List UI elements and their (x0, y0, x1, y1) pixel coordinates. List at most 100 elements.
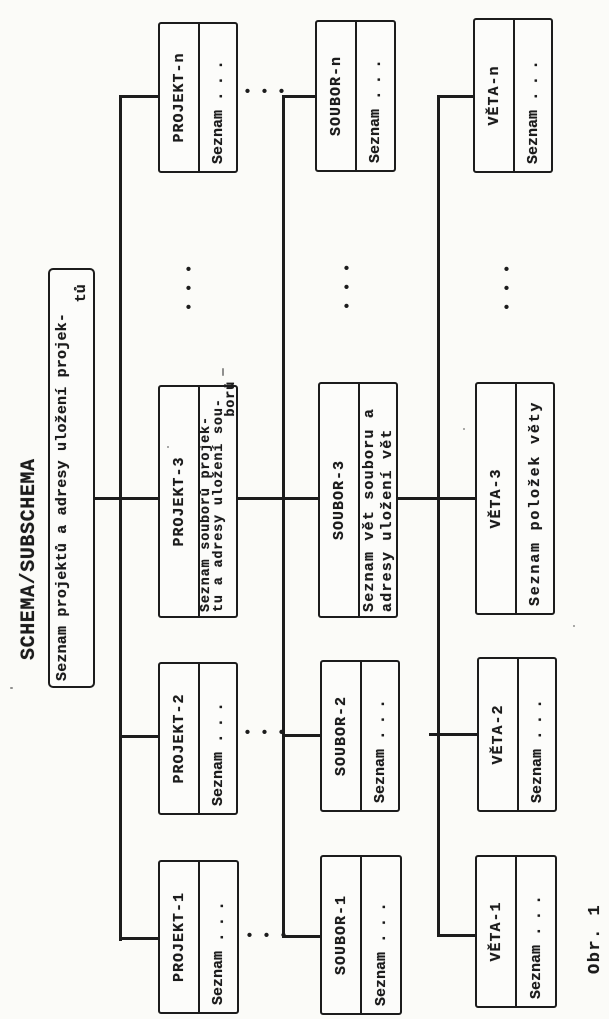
connector-projekt3-soubor-3 (236, 497, 320, 500)
body-ellipsis: ... (372, 896, 390, 943)
node-root: Seznam projektů a adresy uložení projek-… (48, 268, 95, 688)
body-ellipsis: ... (209, 54, 227, 101)
dot: • (260, 84, 270, 101)
dot: • (260, 725, 270, 742)
dot: • (502, 281, 512, 298)
body-label: Seznam (371, 748, 389, 803)
body-label: Seznam (367, 108, 384, 163)
node-soubor-2: SOUBOR-2 Seznam ... (320, 660, 400, 812)
body-ellipsis: ... (524, 54, 542, 101)
connector-projekt-2 (119, 735, 160, 738)
connector-projekt-n (119, 95, 160, 98)
dot: • (502, 300, 512, 317)
node-projekt-n: PROJEKT-n Seznam ... (158, 22, 238, 173)
dot: • (262, 928, 272, 945)
dot: • (277, 725, 287, 742)
ellipsis-soubor-more: • • • (342, 261, 352, 315)
dot: • (184, 262, 194, 279)
node-soubor-1-body: Seznam ... (362, 857, 400, 1013)
node-soubor-1-header: SOUBOR-1 (322, 857, 362, 1013)
node-veta-2-header: VĚTA-2 (479, 659, 519, 810)
rail-soubor (282, 95, 285, 938)
node-veta-1-header: VĚTA-1 (477, 857, 517, 1006)
node-veta-n-body: Seznam ... (515, 20, 551, 171)
node-soubor-3-header: SOUBOR-3 (320, 384, 360, 616)
node-veta-1-body: Seznam ... (517, 857, 555, 1006)
node-soubor-3: SOUBOR-3 Seznam vět souboru a adresy ulo… (318, 382, 398, 618)
body-ellipsis: ... (209, 895, 228, 942)
node-soubor-n: SOUBOR-n Seznam ... (315, 20, 396, 172)
scan-speck (167, 446, 169, 448)
node-projekt-3-body: Seznam souborů projek- tu a adresy ulože… (199, 381, 240, 616)
node-veta-2: VĚTA-2 Seznam ... (477, 657, 557, 812)
dot: • (184, 281, 194, 298)
body-line: Seznam položek věty (526, 400, 544, 606)
body-ellipsis: ... (366, 53, 385, 100)
rail-veta (437, 95, 440, 937)
node-root-line2: tů (72, 284, 90, 303)
body-label: Seznam (210, 950, 227, 1005)
dot: • (243, 84, 253, 101)
body-label: Seznam (372, 951, 390, 1006)
node-veta-n: VĚTA-n Seznam ... (473, 18, 553, 173)
node-soubor-2-header: SOUBOR-2 (322, 662, 362, 810)
node-soubor-2-body: Seznam ... (362, 662, 398, 810)
node-projekt-1: PROJEKT-1 Seznam ... (158, 860, 239, 1014)
body-line: borů (224, 381, 239, 417)
body-ellipsis: ... (527, 889, 545, 936)
ellipsis-veta-more: • • • (502, 262, 512, 317)
dot: • (279, 928, 289, 945)
node-projekt-n-body: Seznam ... (200, 24, 236, 171)
body-line: Seznam vět souboru a (361, 407, 378, 612)
figure-caption: Obr. 1 (583, 900, 607, 974)
dot: • (342, 280, 352, 297)
node-soubor-n-header: SOUBOR-n (317, 22, 357, 170)
body-label: Seznam (209, 751, 227, 806)
body-label: Seznam (524, 109, 542, 164)
connector-veta-2 (429, 733, 479, 736)
node-veta-3-body: Seznam položek věty (517, 384, 553, 613)
node-projekt-1-header: PROJEKT-1 (160, 862, 200, 1012)
body-ellipsis: ... (528, 693, 546, 740)
ellipsis-projekt-n-subtree: • • • (243, 84, 287, 101)
connector-soubor-1 (282, 935, 322, 938)
scan-speck (10, 687, 13, 689)
connector-soubor-n (282, 95, 318, 98)
node-soubor-1: SOUBOR-1 Seznam ... (320, 855, 402, 1015)
ellipsis-projekt-2-subtree: • • • (243, 725, 287, 742)
node-projekt-3: PROJEKT-3 Seznam souborů projek- tu a ad… (158, 381, 240, 618)
dot: • (502, 262, 512, 279)
node-soubor-n-body: Seznam ... (357, 22, 394, 170)
dot: • (342, 261, 352, 278)
node-veta-2-body: Seznam ... (519, 659, 555, 810)
body-label: Seznam (209, 109, 227, 164)
dot: • (184, 300, 194, 317)
body-label: Seznam (527, 944, 545, 999)
body-ellipsis: ... (209, 696, 227, 743)
node-projekt-2-body: Seznam ... (200, 664, 236, 813)
node-projekt-2: PROJEKT-2 Seznam ... (158, 662, 238, 815)
scan-speck (222, 368, 224, 376)
body-ellipsis: ... (371, 693, 389, 740)
node-veta-3-header: VĚTA-3 (477, 384, 517, 613)
scan-speck (463, 428, 465, 430)
dot: • (243, 725, 253, 742)
node-projekt-2-header: PROJEKT-2 (160, 664, 200, 813)
connector-veta-1 (437, 934, 477, 937)
connector-soubor3-veta-3 (396, 497, 477, 500)
scan-speck (573, 625, 575, 627)
connector-projekt-1 (119, 937, 160, 940)
body-label: Seznam (528, 748, 546, 803)
diagram-title-text: SCHEMA/SUBSCHEMA (17, 458, 41, 660)
ellipsis-projekt-more: • • • (184, 262, 194, 317)
dot: • (277, 84, 287, 101)
node-veta-1: VĚTA-1 Seznam ... (475, 855, 557, 1008)
node-soubor-3-body: Seznam vět souboru a adresy uložení vět (360, 384, 398, 616)
ellipsis-projekt-1-subtree: • • • (245, 928, 289, 945)
body-line: adresy uložení vět (379, 428, 396, 612)
connector-root-projekt-3 (93, 497, 160, 500)
node-projekt-n-header: PROJEKT-n (160, 24, 200, 171)
figure-caption-text: Obr. 1 (585, 903, 605, 974)
node-veta-n-header: VĚTA-n (475, 20, 515, 171)
